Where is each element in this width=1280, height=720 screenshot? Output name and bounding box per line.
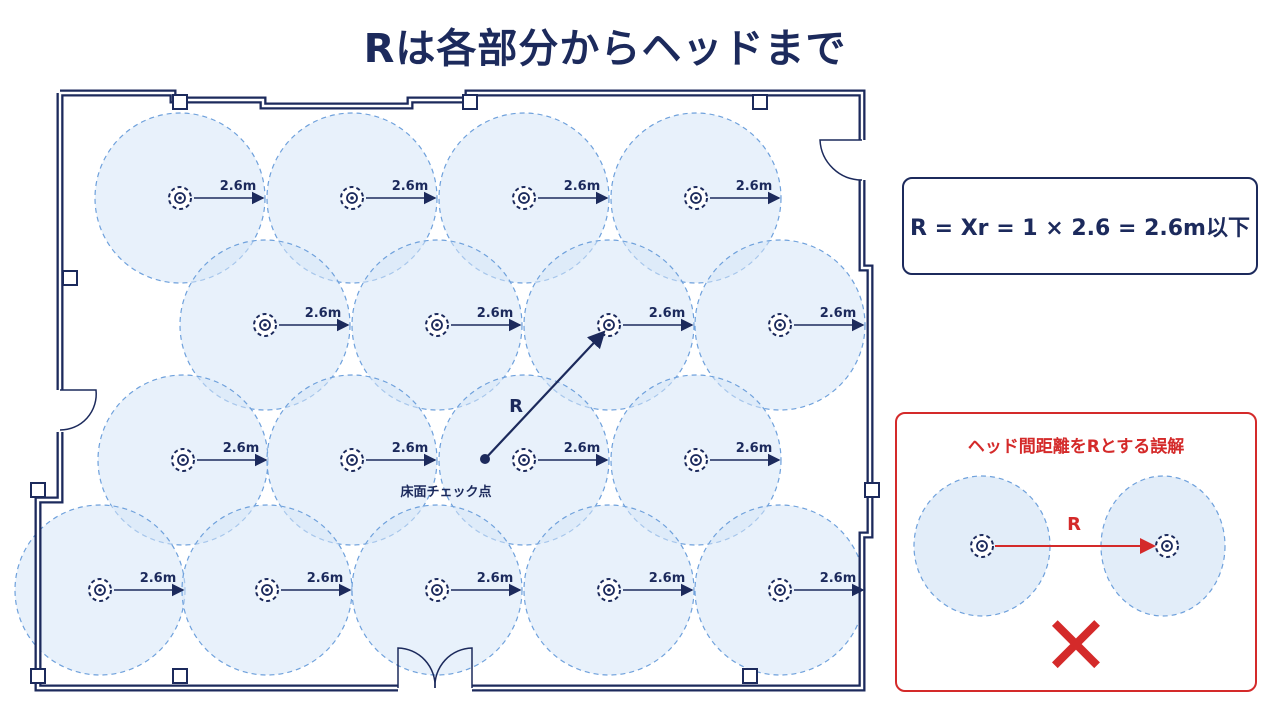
sprinkler-head-icon [597, 578, 621, 602]
spacing-label: 2.6m [477, 571, 514, 586]
column [62, 270, 78, 286]
sprinkler-head-icon [597, 313, 621, 337]
sprinkler-head-icon [512, 186, 536, 210]
floor-check-point [480, 454, 490, 464]
cross-mark-icon: ✕ [1042, 599, 1111, 694]
radius-indicator: R 床面チェック点 [400, 330, 606, 500]
page-title: Rは各部分からヘッドまで [363, 26, 847, 72]
formula-text: R = Xr = 1 × 2.6 = 2.6m以下 [910, 216, 1250, 241]
sprinkler-head-icon [168, 186, 192, 210]
misconception-panel: ヘッド間距離をRとする誤解 R✕ [895, 412, 1257, 694]
radius-line [484, 330, 606, 460]
column [742, 668, 758, 684]
sprinkler-head-icon [88, 578, 112, 602]
sprinkler-head-icon [684, 448, 708, 472]
sprinkler-head-icon [1155, 534, 1179, 558]
sprinkler-head-icon [425, 313, 449, 337]
walls [30, 89, 880, 694]
sprinkler-head-icon [425, 578, 449, 602]
sprinkler-head-icon [253, 313, 277, 337]
spacing-label: 2.6m [736, 179, 773, 194]
spacing-label: 2.6m [736, 441, 773, 456]
spacing-label: 2.6m [649, 306, 686, 321]
wall-hatch [36, 91, 872, 690]
column [30, 482, 46, 498]
spacing-label: 2.6m [307, 571, 344, 586]
misconception-diagram: R✕ [913, 475, 1226, 694]
column [30, 668, 46, 684]
spacing-label: 2.6m [820, 306, 857, 321]
spacing-label: 2.6m [220, 179, 257, 194]
sprinkler-head-icon [684, 186, 708, 210]
sprinkler-head-icon [171, 448, 195, 472]
spacing-label: 2.6m [477, 306, 514, 321]
sprinkler-heads [88, 186, 792, 602]
spacing-arrows: 2.6m 2.6m 2.6m 2.6m 2.6m 2.6m 2.6m 2.6m 2.6m 2.6m… [114, 179, 865, 597]
sprinkler-head-icon [970, 534, 994, 558]
column [172, 668, 188, 684]
floor-plan-diagram: 2.6m 2.6m 2.6m 2.6m 2.6m 2.6m 2.6m 2.6m 2.6m 2.6m… [14, 89, 880, 694]
spacing-label: 2.6m [564, 179, 601, 194]
column [864, 482, 880, 498]
spacing-label: 2.6m [649, 571, 686, 586]
door-icon [397, 647, 473, 694]
formula-box: R = Xr = 1 × 2.6 = 2.6m以下 [902, 177, 1258, 275]
sprinkler-head-icon [768, 578, 792, 602]
floor-point-label: 床面チェック点 [400, 484, 491, 500]
column [462, 94, 478, 110]
spacing-label: 2.6m [305, 306, 342, 321]
sprinkler-head-icon [512, 448, 536, 472]
door-icon [819, 139, 870, 181]
spacing-label: 2.6m [392, 441, 429, 456]
distance-label: R [1067, 514, 1081, 535]
sprinkler-head-icon [340, 448, 364, 472]
column [752, 94, 768, 110]
sprinkler-head-icon [255, 578, 279, 602]
spacing-label: 2.6m [564, 441, 601, 456]
column [172, 94, 188, 110]
door-icon [54, 389, 97, 432]
spacing-label: 2.6m [140, 571, 177, 586]
spacing-label: 2.6m [392, 179, 429, 194]
spacing-label: 2.6m [820, 571, 857, 586]
radius-label: R [509, 396, 523, 417]
sprinkler-head-icon [768, 313, 792, 337]
spacing-label: 2.6m [223, 441, 260, 456]
sprinkler-head-icon [340, 186, 364, 210]
misconception-title: ヘッド間距離をRとする誤解 [967, 437, 1185, 457]
